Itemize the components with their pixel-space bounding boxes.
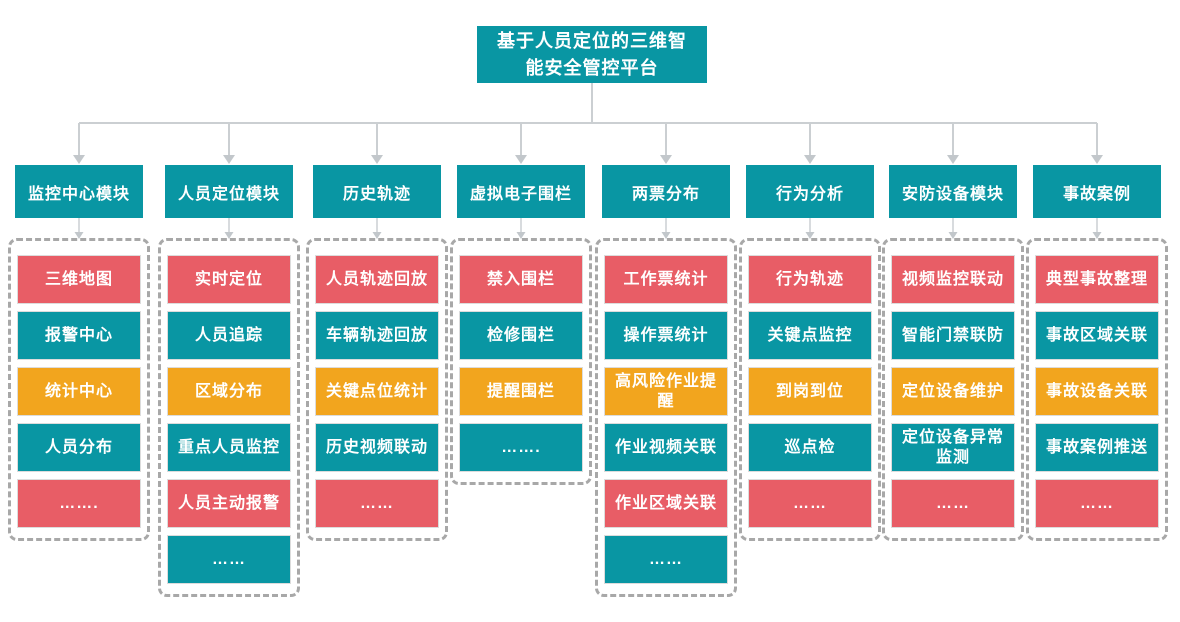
module-column-2: 人员定位模块 实时定位人员追踪区域分布重点人员监控人员主动报警 ……	[158, 165, 300, 597]
module-column-4: 虚拟电子围栏 禁入围栏检修围栏提醒围栏 …….	[450, 165, 592, 485]
module-item: 历史视频联动	[315, 423, 439, 472]
module-column-1: 监控中心模块 三维地图报警中心统计中心人员分布 …….	[8, 165, 150, 541]
module-item: 报警中心	[17, 311, 141, 360]
header-to-items-connector-space	[8, 218, 150, 238]
module-item: 到岗到位	[748, 367, 872, 416]
module-item: 人员分布	[17, 423, 141, 472]
module-item: 定位设备异常监测	[891, 423, 1015, 472]
module-item: 区域分布	[167, 367, 291, 416]
module-item: 统计中心	[17, 367, 141, 416]
module-item: 事故设备关联	[1035, 367, 1159, 416]
module-column-7: 安防设备模块 视频监控联动智能门禁联防定位设备维护定位设备异常监测 ……	[882, 165, 1024, 541]
header-to-items-connector-space	[595, 218, 737, 238]
module-items-container: 视频监控联动智能门禁联防定位设备维护定位设备异常监测 ……	[882, 238, 1024, 541]
module-header: 人员定位模块	[165, 165, 293, 218]
header-to-items-connector-space	[1026, 218, 1168, 238]
module-item: 车辆轨迹回放	[315, 311, 439, 360]
arrowhead-icon	[1091, 155, 1103, 164]
module-item: 操作票统计	[604, 311, 728, 360]
module-column-5: 两票分布 工作票统计操作票统计高风险作业提醒作业视频关联作业区域关联 ……	[595, 165, 737, 597]
module-column-8: 事故案例 典型事故整理事故区域关联事故设备关联事故案例推送 ……	[1026, 165, 1168, 541]
module-item: 作业区域关联	[604, 479, 728, 528]
arrowhead-icon	[804, 155, 816, 164]
header-to-items-connector-space	[882, 218, 1024, 238]
module-item: 智能门禁联防	[891, 311, 1015, 360]
module-column-6: 行为分析 行为轨迹关键点监控到岗到位巡点检 ……	[739, 165, 881, 541]
arrowhead-icon	[73, 155, 85, 164]
module-item: 定位设备维护	[891, 367, 1015, 416]
module-item: 检修围栏	[459, 311, 583, 360]
module-item: ……	[1035, 479, 1159, 528]
module-item: 重点人员监控	[167, 423, 291, 472]
module-item: ……	[315, 479, 439, 528]
module-item: 视频监控联动	[891, 255, 1015, 304]
module-item: 工作票统计	[604, 255, 728, 304]
module-item: 巡点检	[748, 423, 872, 472]
module-item: 人员轨迹回放	[315, 255, 439, 304]
header-to-items-connector-space	[450, 218, 592, 238]
module-item: …….	[17, 479, 141, 528]
arrowhead-icon	[223, 155, 235, 164]
header-to-items-connector-space	[158, 218, 300, 238]
module-item: 提醒围栏	[459, 367, 583, 416]
module-item: 高风险作业提醒	[604, 367, 728, 416]
module-item: 关键点监控	[748, 311, 872, 360]
module-items-container: 行为轨迹关键点监控到岗到位巡点检 ……	[739, 238, 881, 541]
module-items-container: 人员轨迹回放车辆轨迹回放关键点位统计历史视频联动 ……	[306, 238, 448, 541]
module-item: 行为轨迹	[748, 255, 872, 304]
module-header: 监控中心模块	[15, 165, 143, 218]
arrowhead-icon	[947, 155, 959, 164]
module-items-container: 实时定位人员追踪区域分布重点人员监控人员主动报警 ……	[158, 238, 300, 597]
module-header: 历史轨迹	[313, 165, 441, 218]
module-header: 两票分布	[602, 165, 730, 218]
module-item: ……	[604, 535, 728, 584]
module-item: 人员追踪	[167, 311, 291, 360]
module-header: 虚拟电子围栏	[457, 165, 585, 218]
module-item: 关键点位统计	[315, 367, 439, 416]
module-items-container: 三维地图报警中心统计中心人员分布 …….	[8, 238, 150, 541]
module-item: 作业视频关联	[604, 423, 728, 472]
arrowhead-icon	[371, 155, 383, 164]
module-items-container: 典型事故整理事故区域关联事故设备关联事故案例推送 ……	[1026, 238, 1168, 541]
root-node: 基于人员定位的三维智能安全管控平台	[477, 26, 707, 83]
module-item: ……	[891, 479, 1015, 528]
module-header: 事故案例	[1033, 165, 1161, 218]
module-items-container: 禁入围栏检修围栏提醒围栏 …….	[450, 238, 592, 485]
module-item: 典型事故整理	[1035, 255, 1159, 304]
arrowhead-icon	[660, 155, 672, 164]
module-item: 事故案例推送	[1035, 423, 1159, 472]
module-item: 三维地图	[17, 255, 141, 304]
module-item: 人员主动报警	[167, 479, 291, 528]
module-items-container: 工作票统计操作票统计高风险作业提醒作业视频关联作业区域关联 ……	[595, 238, 737, 597]
header-to-items-connector-space	[739, 218, 881, 238]
module-item: …….	[459, 423, 583, 472]
module-item: 禁入围栏	[459, 255, 583, 304]
arrowhead-icon	[515, 155, 527, 164]
module-item: ……	[748, 479, 872, 528]
module-item: 实时定位	[167, 255, 291, 304]
module-item: 事故区域关联	[1035, 311, 1159, 360]
module-column-3: 历史轨迹 人员轨迹回放车辆轨迹回放关键点位统计历史视频联动 ……	[306, 165, 448, 541]
module-header: 行为分析	[746, 165, 874, 218]
header-to-items-connector-space	[306, 218, 448, 238]
module-item: ……	[167, 535, 291, 584]
module-header: 安防设备模块	[889, 165, 1017, 218]
